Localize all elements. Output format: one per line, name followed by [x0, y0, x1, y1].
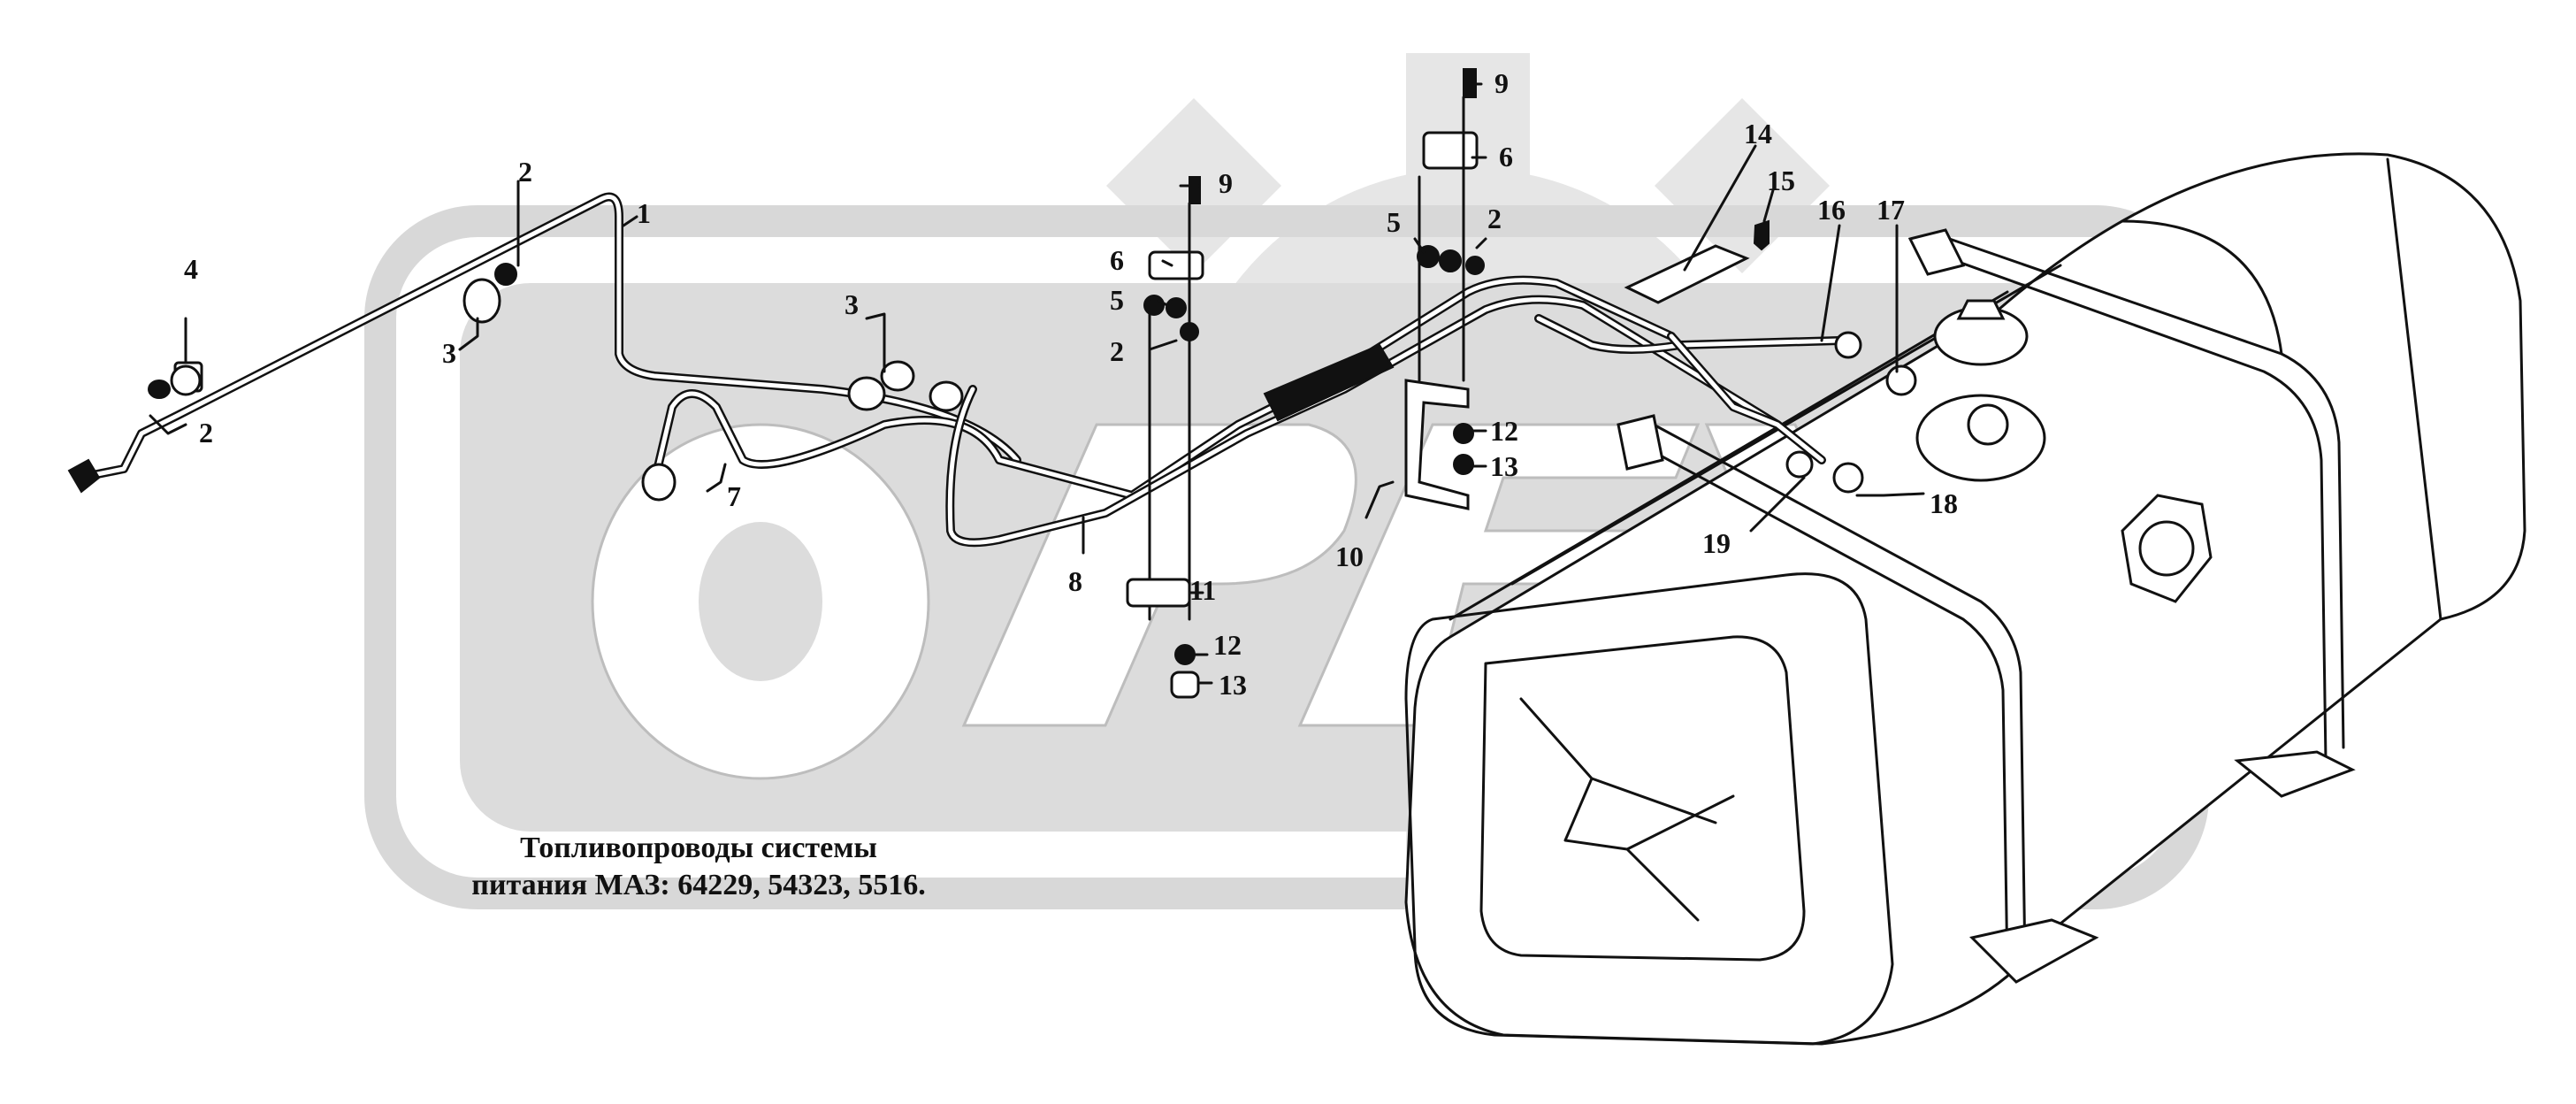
clamp-3-right — [880, 360, 915, 392]
callout-13-left: 13 — [1219, 669, 1247, 701]
callout-12-left: 12 — [1213, 629, 1242, 661]
tank-bracket-top-b — [1617, 414, 1664, 471]
fitting-18 — [1832, 462, 1864, 494]
tank-bracket-rear — [2234, 750, 2356, 798]
clamp-3-mid — [847, 376, 886, 411]
tank-strap-rear — [1917, 233, 2345, 763]
callout-6-right: 6 — [1499, 141, 1513, 172]
tank-front-recess — [1479, 635, 1806, 962]
tank-strap-front — [1634, 423, 2027, 975]
fitting-17 — [1885, 364, 1917, 396]
fuel-tank — [1404, 152, 2526, 1046]
bracket-11 — [1126, 578, 1191, 608]
callout-16: 16 — [1817, 194, 1846, 226]
fuel-pipes — [75, 192, 1844, 548]
nut-13-right — [1453, 454, 1474, 475]
callout-3-middle: 3 — [845, 288, 859, 320]
nut-2-upper-left — [494, 263, 517, 286]
callout-4: 4 — [184, 253, 198, 285]
tank-filler-cap — [1956, 299, 2006, 320]
washer-12-right — [1453, 423, 1474, 444]
pipe-8 — [945, 295, 1782, 548]
pipe-7 — [650, 275, 1676, 500]
bracket-6-left — [1148, 250, 1204, 280]
callout-11: 11 — [1189, 574, 1216, 606]
caption-line-1: Топливопроводы системы — [520, 832, 877, 864]
bracket-6-right — [1422, 131, 1479, 170]
washer-12-left — [1174, 644, 1196, 665]
callout-2-left: 2 — [199, 417, 213, 448]
screw-15 — [1753, 219, 1770, 251]
callouts: 1 2 2 2 2 3 3 4 5 5 6 6 7 8 9 9 10 11 12… — [184, 67, 1958, 701]
fitting-19 — [1785, 450, 1814, 479]
nut-2-left — [148, 380, 171, 399]
leader-lines — [149, 82, 1925, 685]
bracket-10 — [1404, 379, 1470, 510]
callout-1: 1 — [637, 197, 651, 229]
tank-front-emboss — [1519, 697, 1735, 922]
callout-17: 17 — [1877, 194, 1905, 226]
fitting-16-end — [1834, 331, 1862, 359]
pipe-10-to-tank — [1667, 332, 1826, 464]
callout-15: 15 — [1767, 165, 1795, 196]
clamp-near-8 — [929, 380, 964, 412]
washer-5-right-b — [1439, 249, 1462, 272]
nut-2-mid-right — [1465, 256, 1485, 275]
callout-8: 8 — [1068, 565, 1082, 597]
tank-side-cap-ring — [2138, 520, 2195, 577]
callout-2-middle-left: 2 — [1110, 335, 1124, 367]
caption-line-2: питания МАЗ: 64229, 54323, 5516. — [471, 869, 926, 901]
washer-5-left-a — [1143, 295, 1165, 316]
callout-7: 7 — [727, 480, 741, 512]
callout-9-right: 9 — [1494, 67, 1509, 99]
watermark-o-hole — [699, 522, 822, 681]
tank-side-cap — [2121, 494, 2213, 603]
callout-12-right: 12 — [1490, 415, 1518, 447]
pipe-protective-sleeve — [1263, 343, 1395, 422]
tank-front-face — [1404, 572, 1894, 1046]
stud-right — [1418, 96, 1465, 382]
callout-19: 19 — [1702, 527, 1731, 559]
clamp-3-left — [462, 278, 501, 324]
stud-left — [1148, 202, 1191, 621]
pipe-1-end-fitting — [67, 458, 101, 494]
nut-13-left — [1170, 671, 1200, 699]
callout-9-left: 9 — [1219, 167, 1233, 199]
clamp-7 — [641, 463, 676, 502]
diagram-caption: Топливопроводы системы питания МАЗ: 6422… — [389, 830, 1008, 904]
callout-2-middle-right: 2 — [1487, 203, 1502, 234]
tank-bracket-top-a — [1907, 228, 1966, 276]
callout-6-left: 6 — [1110, 244, 1124, 276]
callout-18: 18 — [1930, 487, 1958, 519]
clamp-4-ring — [170, 364, 202, 396]
callout-5-left: 5 — [1110, 284, 1124, 316]
callout-2-top-left: 2 — [518, 156, 532, 188]
bolt-9-left — [1189, 176, 1201, 204]
plate-14 — [1624, 244, 1750, 304]
washer-5-left-b — [1166, 297, 1187, 318]
tank-sender-hub — [1967, 403, 2009, 446]
callout-3-left: 3 — [442, 337, 456, 369]
callout-13-right: 13 — [1490, 450, 1518, 482]
tank-bracket-front — [1969, 918, 2099, 984]
callout-5-right: 5 — [1387, 206, 1401, 238]
callout-10: 10 — [1335, 540, 1364, 572]
tank-rear-rib — [2121, 157, 2442, 621]
callout-14: 14 — [1744, 118, 1772, 150]
